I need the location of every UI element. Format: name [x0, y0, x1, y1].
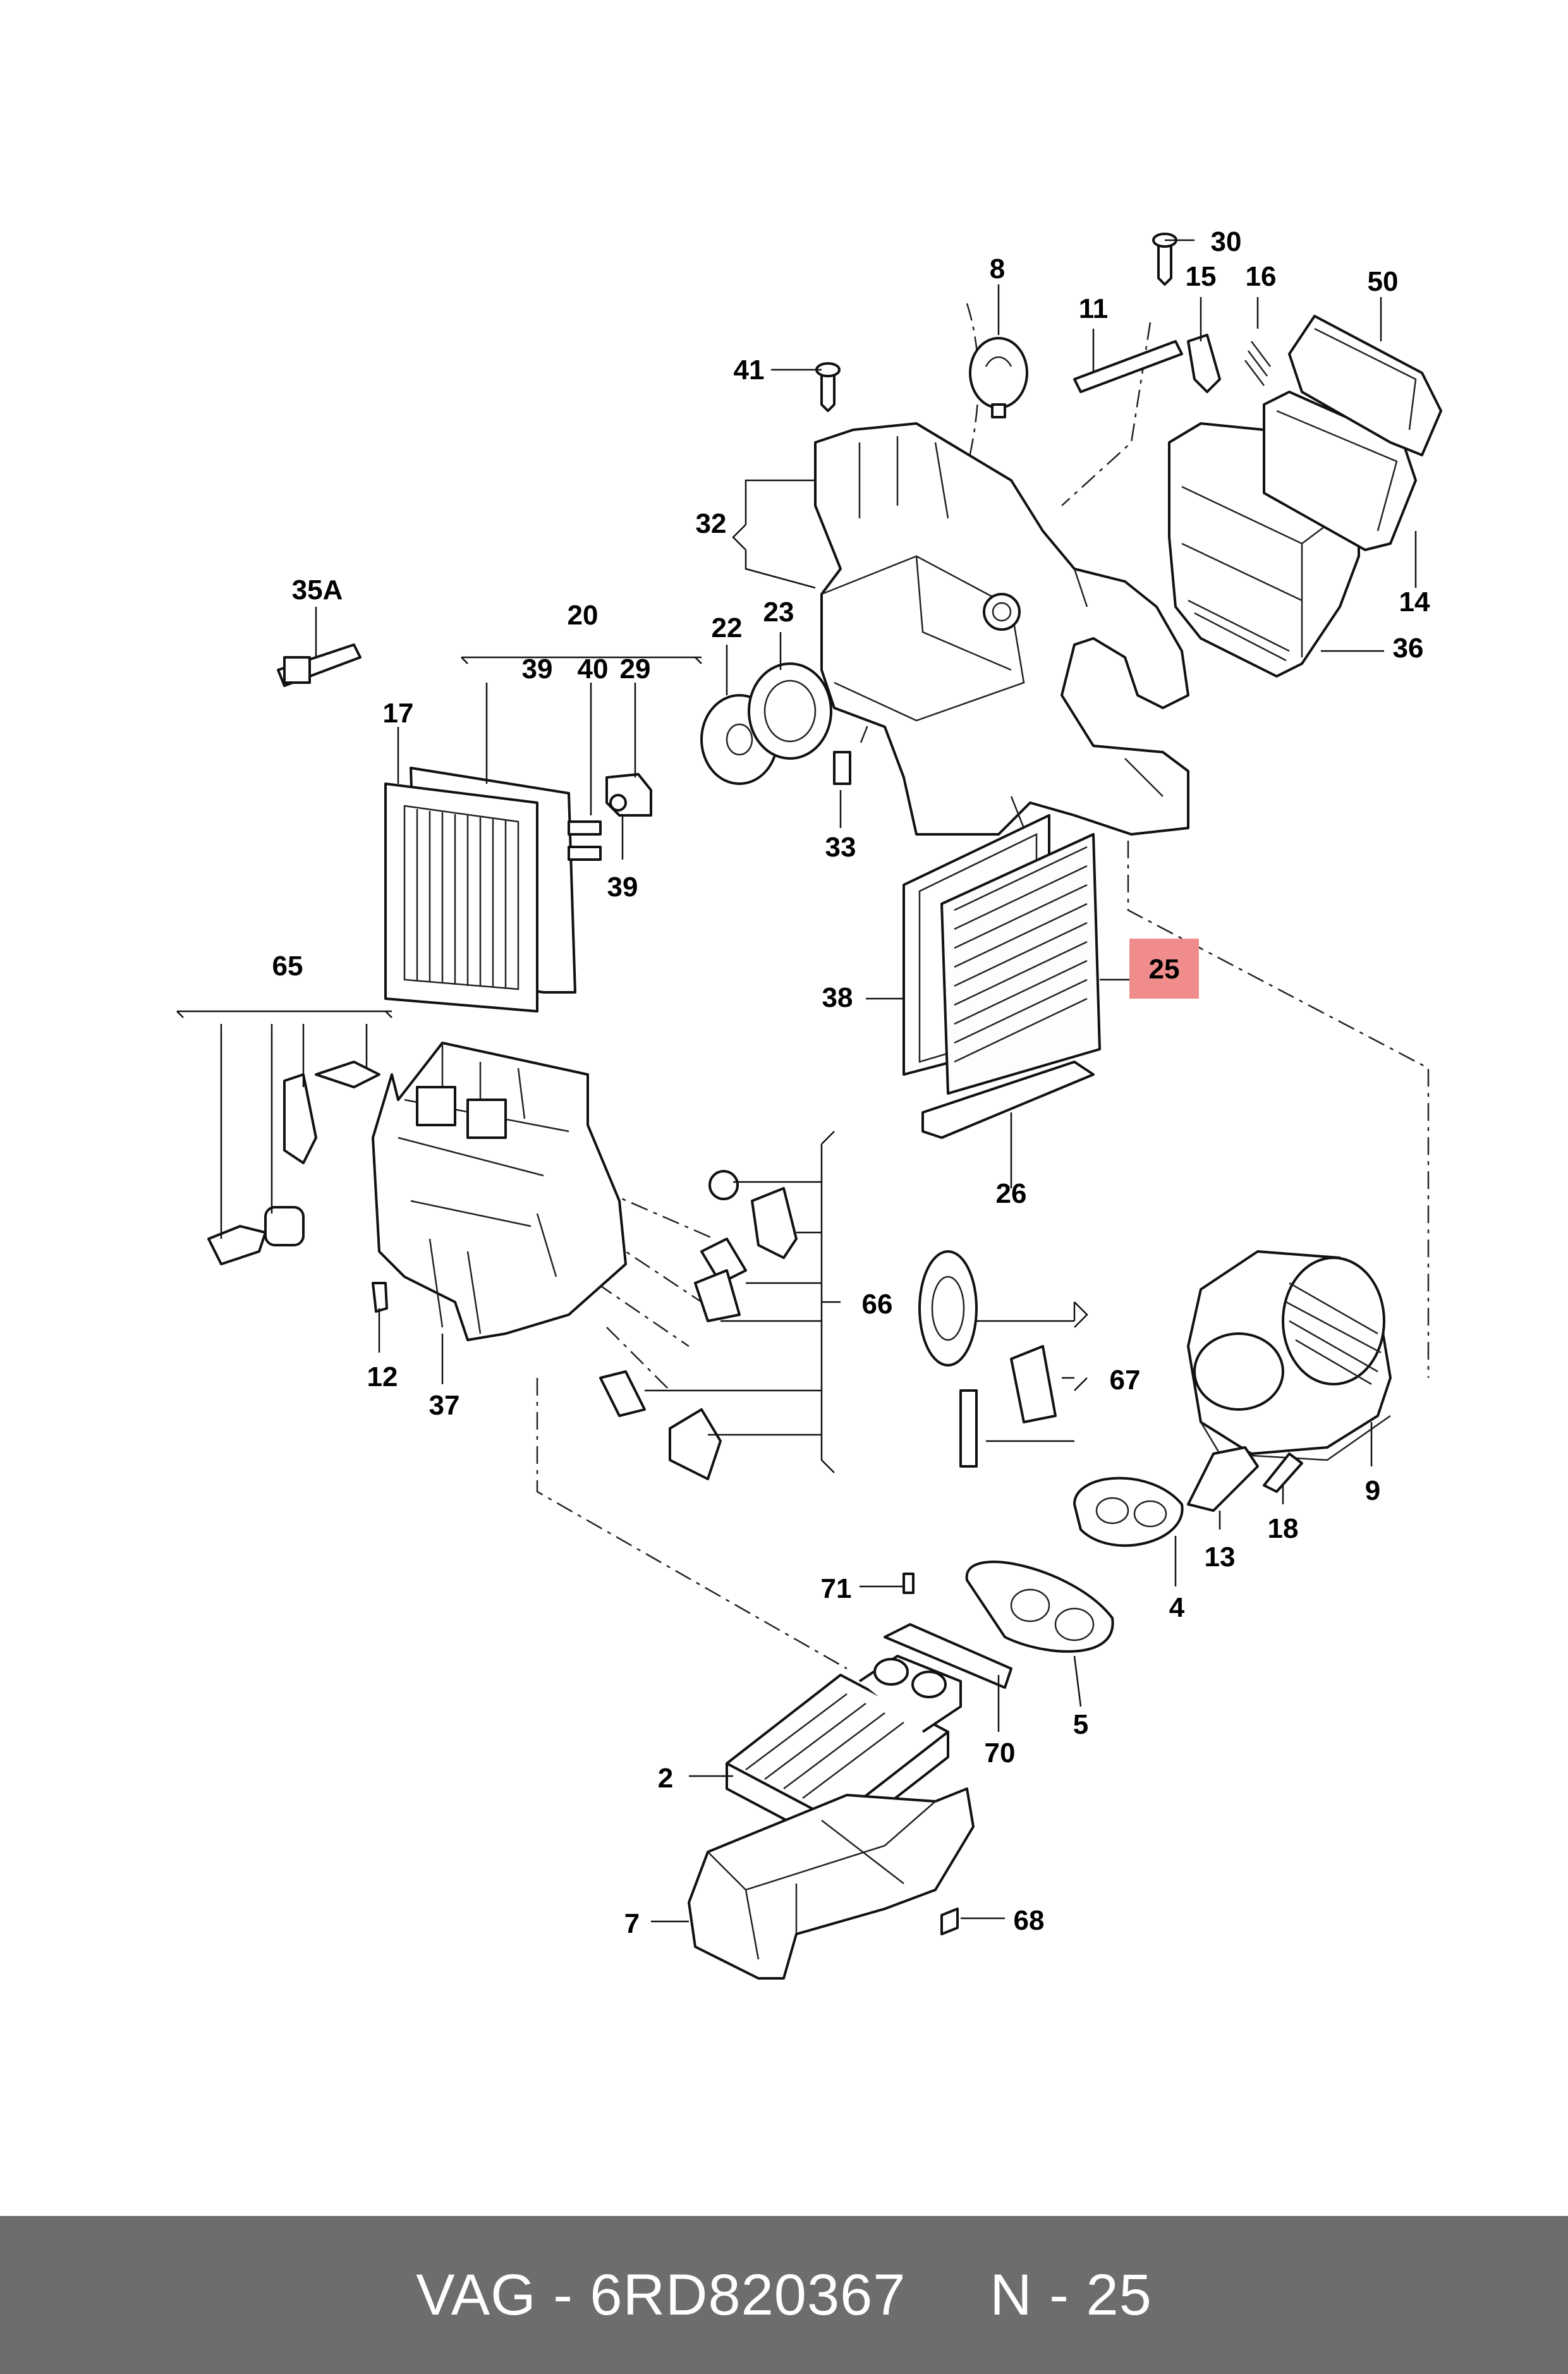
callout-highlighted: 25 — [1149, 954, 1180, 985]
part-seals — [700, 662, 832, 785]
callout: 50 — [1368, 266, 1399, 297]
part-blower-motor — [1187, 1250, 1392, 1461]
callout: 2 — [658, 1763, 673, 1794]
callout: 67 — [1110, 1365, 1141, 1396]
callout: 13 — [1205, 1542, 1236, 1573]
callout: 4 — [1169, 1592, 1185, 1623]
part-evaporator — [384, 767, 652, 1013]
callout: 23 — [763, 597, 794, 628]
part-sensor-35a — [277, 643, 362, 687]
callout: 36 — [1393, 633, 1424, 664]
leader-lines — [176, 239, 1417, 1923]
highlight-box — [1129, 939, 1199, 999]
callout: 14 — [1399, 587, 1430, 618]
callout: 17 — [383, 698, 414, 729]
callout: 70 — [985, 1738, 1016, 1768]
part-cabin-filter-25 — [940, 833, 1101, 1095]
callout-labels: 30 15 16 50 8 11 41 32 14 36 35A 20 39 4… — [272, 226, 1430, 1939]
part-actuator-67 — [918, 1250, 1057, 1468]
part-fresh-air-housing — [1168, 315, 1442, 678]
part-flaps-66 — [599, 1170, 798, 1480]
part-levers-65 — [207, 1061, 380, 1265]
part-number-banner: VAG - 6RD820367 N - 25 — [0, 2216, 1568, 2374]
callout: 37 — [429, 1390, 460, 1421]
callout: 18 — [1268, 1513, 1299, 1544]
callout: 26 — [996, 1178, 1027, 1209]
callout: 16 — [1246, 261, 1277, 292]
part-actuator-8 — [969, 337, 1028, 418]
callout: 33 — [825, 832, 856, 863]
callout: 20 — [568, 600, 599, 631]
callout: 12 — [367, 1361, 398, 1392]
callout: 15 — [1186, 261, 1217, 292]
callout: 65 — [272, 951, 303, 982]
part-clip-33 — [833, 751, 851, 785]
part-lower-housing — [688, 1787, 975, 1980]
callout: 9 — [1365, 1475, 1380, 1506]
callout: 35A — [292, 575, 343, 606]
part-small-items — [884, 1446, 1303, 1935]
callout: 7 — [624, 1908, 640, 1939]
callout: 30 — [1211, 226, 1242, 257]
parts-diagram: 30 15 16 50 8 11 41 32 14 36 35A 20 39 4… — [176, 226, 1442, 1980]
callout: 22 — [712, 612, 743, 643]
part-heater-core — [726, 1655, 962, 1847]
callout: 66 — [862, 1289, 893, 1320]
callout: 11 — [1079, 293, 1109, 324]
callout: 40 — [578, 654, 609, 685]
callout: 39 — [607, 872, 638, 903]
part-main-housing — [372, 1042, 627, 1341]
callout: 8 — [990, 253, 1005, 284]
callout: 41 — [734, 355, 765, 386]
callout: 5 — [1073, 1709, 1088, 1740]
part-number-text: VAG - 6RD820367 N - 25 — [416, 2262, 1152, 2327]
part-upper-housing — [814, 422, 1189, 836]
callout: 38 — [822, 982, 853, 1013]
callout: 39 — [522, 654, 553, 685]
callout: 32 — [696, 508, 727, 539]
part-filters — [903, 814, 1101, 1139]
callout: 68 — [1014, 1905, 1045, 1936]
callout: 71 — [821, 1573, 852, 1604]
part-clip-12 — [372, 1282, 388, 1313]
callout: 29 — [620, 654, 651, 685]
part-fasteners — [815, 233, 1271, 412]
